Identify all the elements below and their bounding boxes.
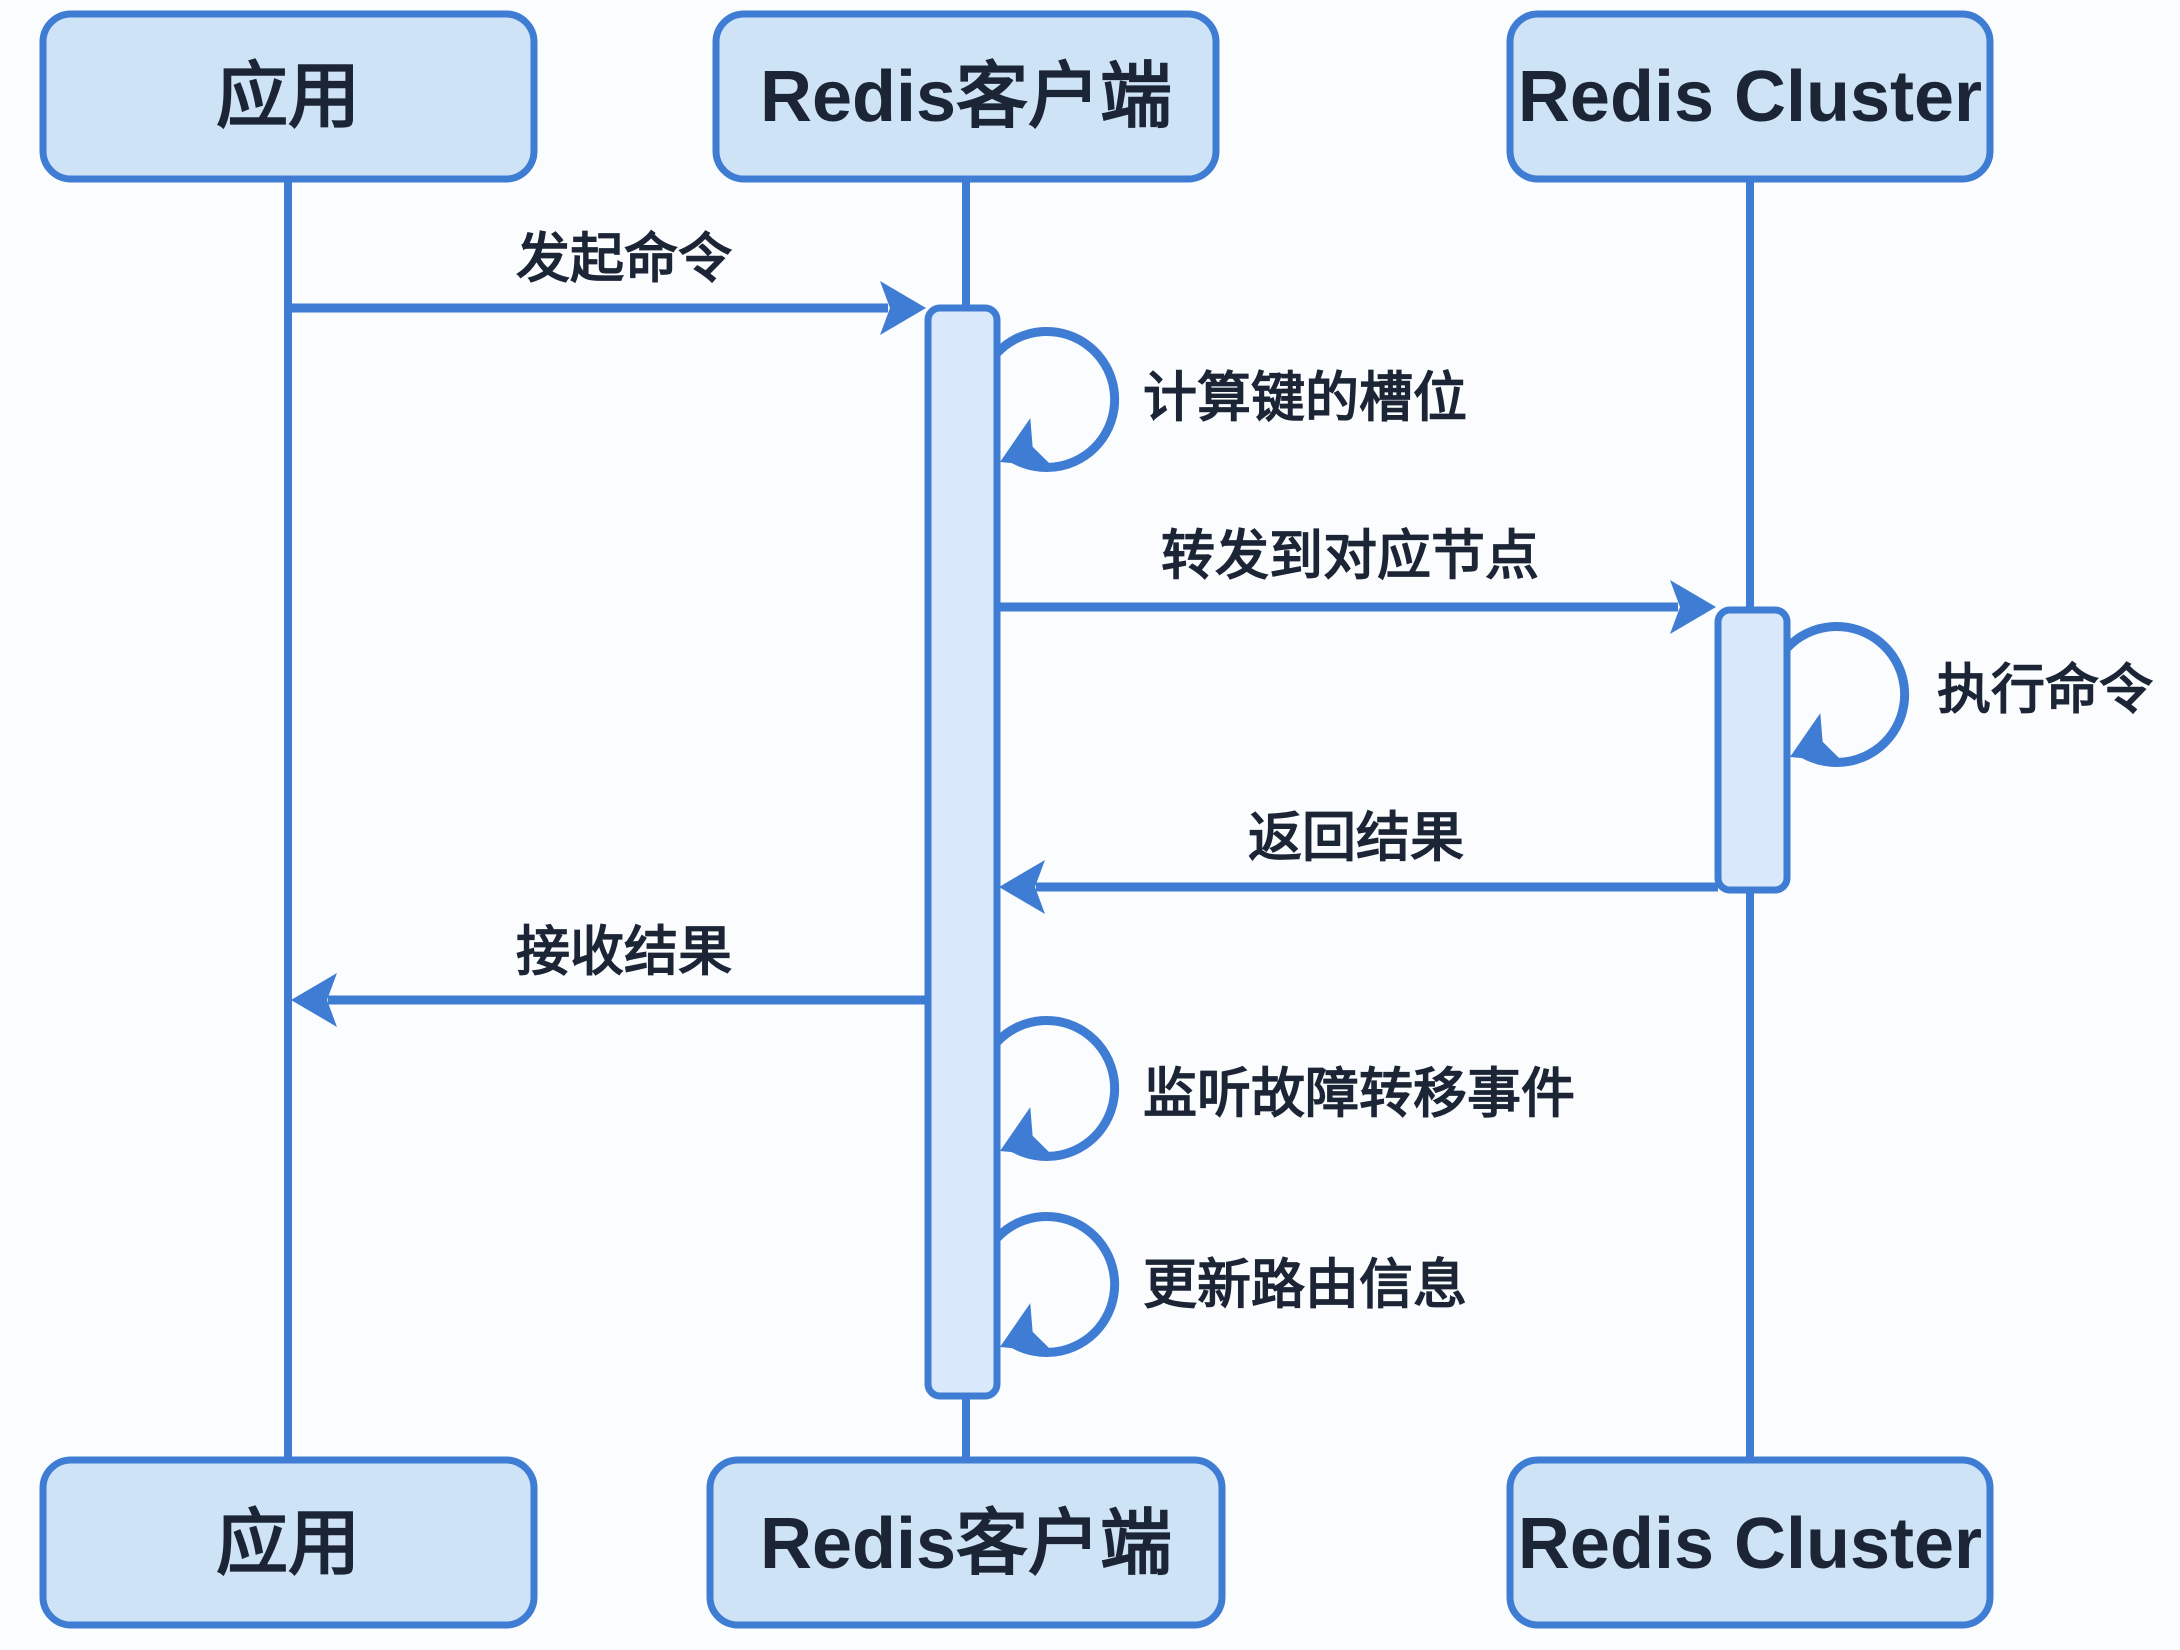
message-label: 计算键的槽位 bbox=[1143, 368, 1467, 428]
arrowhead-right-icon bbox=[1670, 580, 1716, 634]
participant-redis-client-bottom-box bbox=[706, 1456, 1226, 1629]
participant-redis-cluster-bottom-label: Redis Cluster bbox=[1518, 1504, 1982, 1584]
lifelines bbox=[284, 176, 1754, 1462]
self-loop-listen-failover: 监听故障转移事件 bbox=[993, 1015, 1575, 1161]
message-label: 返回结果 bbox=[1248, 808, 1464, 868]
message-label: 监听故障转移事件 bbox=[1143, 1064, 1575, 1124]
participant-app-top-box bbox=[39, 10, 538, 183]
self-loop-arc bbox=[993, 1211, 1120, 1357]
activations bbox=[924, 304, 1791, 1400]
arrowhead-loop-icon bbox=[1000, 1303, 1054, 1353]
participant-redis-client-bottom-label: Redis客户端 bbox=[760, 1504, 1172, 1584]
message-label: 更新路由信息 bbox=[1143, 1255, 1467, 1315]
self-loop-arc bbox=[993, 1015, 1120, 1161]
message-initiate-command: 发起命令 bbox=[288, 228, 926, 335]
self-loop-arc bbox=[1783, 621, 1910, 767]
participants-bottom: 应用 Redis客户端 Redis Cluster bbox=[39, 1456, 1994, 1629]
participant-app-bottom-box bbox=[39, 1456, 538, 1629]
participants-top: 应用 Redis客户端 Redis Cluster bbox=[39, 10, 1994, 183]
arrowhead-right-icon bbox=[880, 281, 926, 335]
participant-redis-cluster-top-box bbox=[1506, 10, 1994, 183]
message-receive-result: 接收结果 bbox=[291, 922, 928, 1027]
arrowhead-loop-icon bbox=[1000, 418, 1054, 468]
arrowhead-left-icon bbox=[999, 860, 1045, 914]
message-label: 发起命令 bbox=[516, 228, 733, 289]
message-label: 执行命令 bbox=[1937, 659, 2154, 720]
participant-redis-client-top-box bbox=[712, 10, 1220, 183]
activation-redis-client bbox=[924, 304, 1001, 1400]
participant-app-top-label: 应用 bbox=[216, 57, 360, 137]
message-label: 转发到对应节点 bbox=[1161, 526, 1539, 586]
message-forward-to-node: 转发到对应节点 bbox=[997, 526, 1716, 634]
arrowhead-loop-icon bbox=[1790, 713, 1844, 763]
message-return-result: 返回结果 bbox=[999, 808, 1718, 914]
activation-redis-cluster bbox=[1714, 606, 1791, 894]
participant-redis-cluster-top-label: Redis Cluster bbox=[1518, 57, 1982, 137]
participant-redis-client-top-label: Redis客户端 bbox=[760, 57, 1172, 137]
self-loop-arc bbox=[993, 326, 1120, 472]
arrowhead-loop-icon bbox=[1000, 1107, 1054, 1157]
self-loop-compute-slot: 计算键的槽位 bbox=[993, 326, 1467, 472]
participant-app-bottom-label: 应用 bbox=[216, 1504, 360, 1584]
message-label: 接收结果 bbox=[516, 922, 732, 982]
participant-redis-cluster-bottom-box bbox=[1506, 1456, 1994, 1629]
self-loop-execute-command: 执行命令 bbox=[1783, 621, 2154, 767]
self-loop-update-routing: 更新路由信息 bbox=[993, 1211, 1467, 1357]
arrowhead-left-icon bbox=[291, 973, 337, 1027]
